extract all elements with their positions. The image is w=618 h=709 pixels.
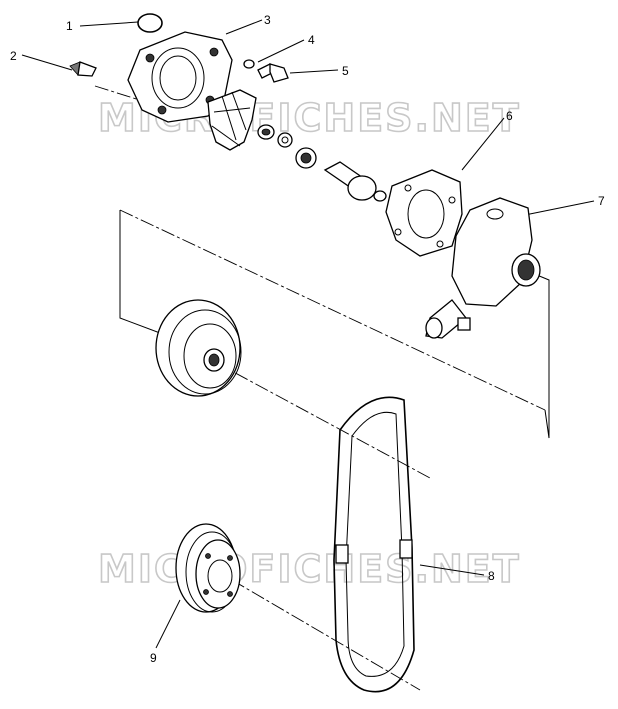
bolt-part [69, 61, 97, 77]
callout-7: 7 [598, 194, 605, 208]
crank-pulley-part [175, 523, 241, 613]
washer-part [243, 59, 255, 69]
drive-belt-part [333, 396, 415, 693]
assembly-lines [94, 85, 550, 691]
drive-pulley-part [155, 299, 242, 397]
cap-screw-part [257, 63, 289, 83]
housing-cover-part [127, 31, 233, 123]
pump-housing-part [425, 197, 541, 339]
callout-5: 5 [342, 64, 349, 78]
watermark-bottom: MICROFICHES.NET [98, 547, 521, 591]
callout-1: 1 [66, 19, 73, 33]
callout-labels: 1 2 3 4 5 6 7 8 9 [10, 13, 605, 665]
o-ring-part [137, 13, 163, 33]
callout-8: 8 [488, 569, 495, 583]
impeller-part [207, 89, 257, 151]
callout-6: 6 [506, 109, 513, 123]
callout-2: 2 [10, 49, 17, 63]
callout-9: 9 [150, 651, 157, 665]
gasket-part [385, 169, 463, 257]
leader-lines [21, 19, 595, 649]
callout-3: 3 [264, 13, 271, 27]
callout-4: 4 [308, 33, 315, 47]
seal-bearing-parts [257, 124, 317, 169]
shaft-part [323, 161, 387, 202]
